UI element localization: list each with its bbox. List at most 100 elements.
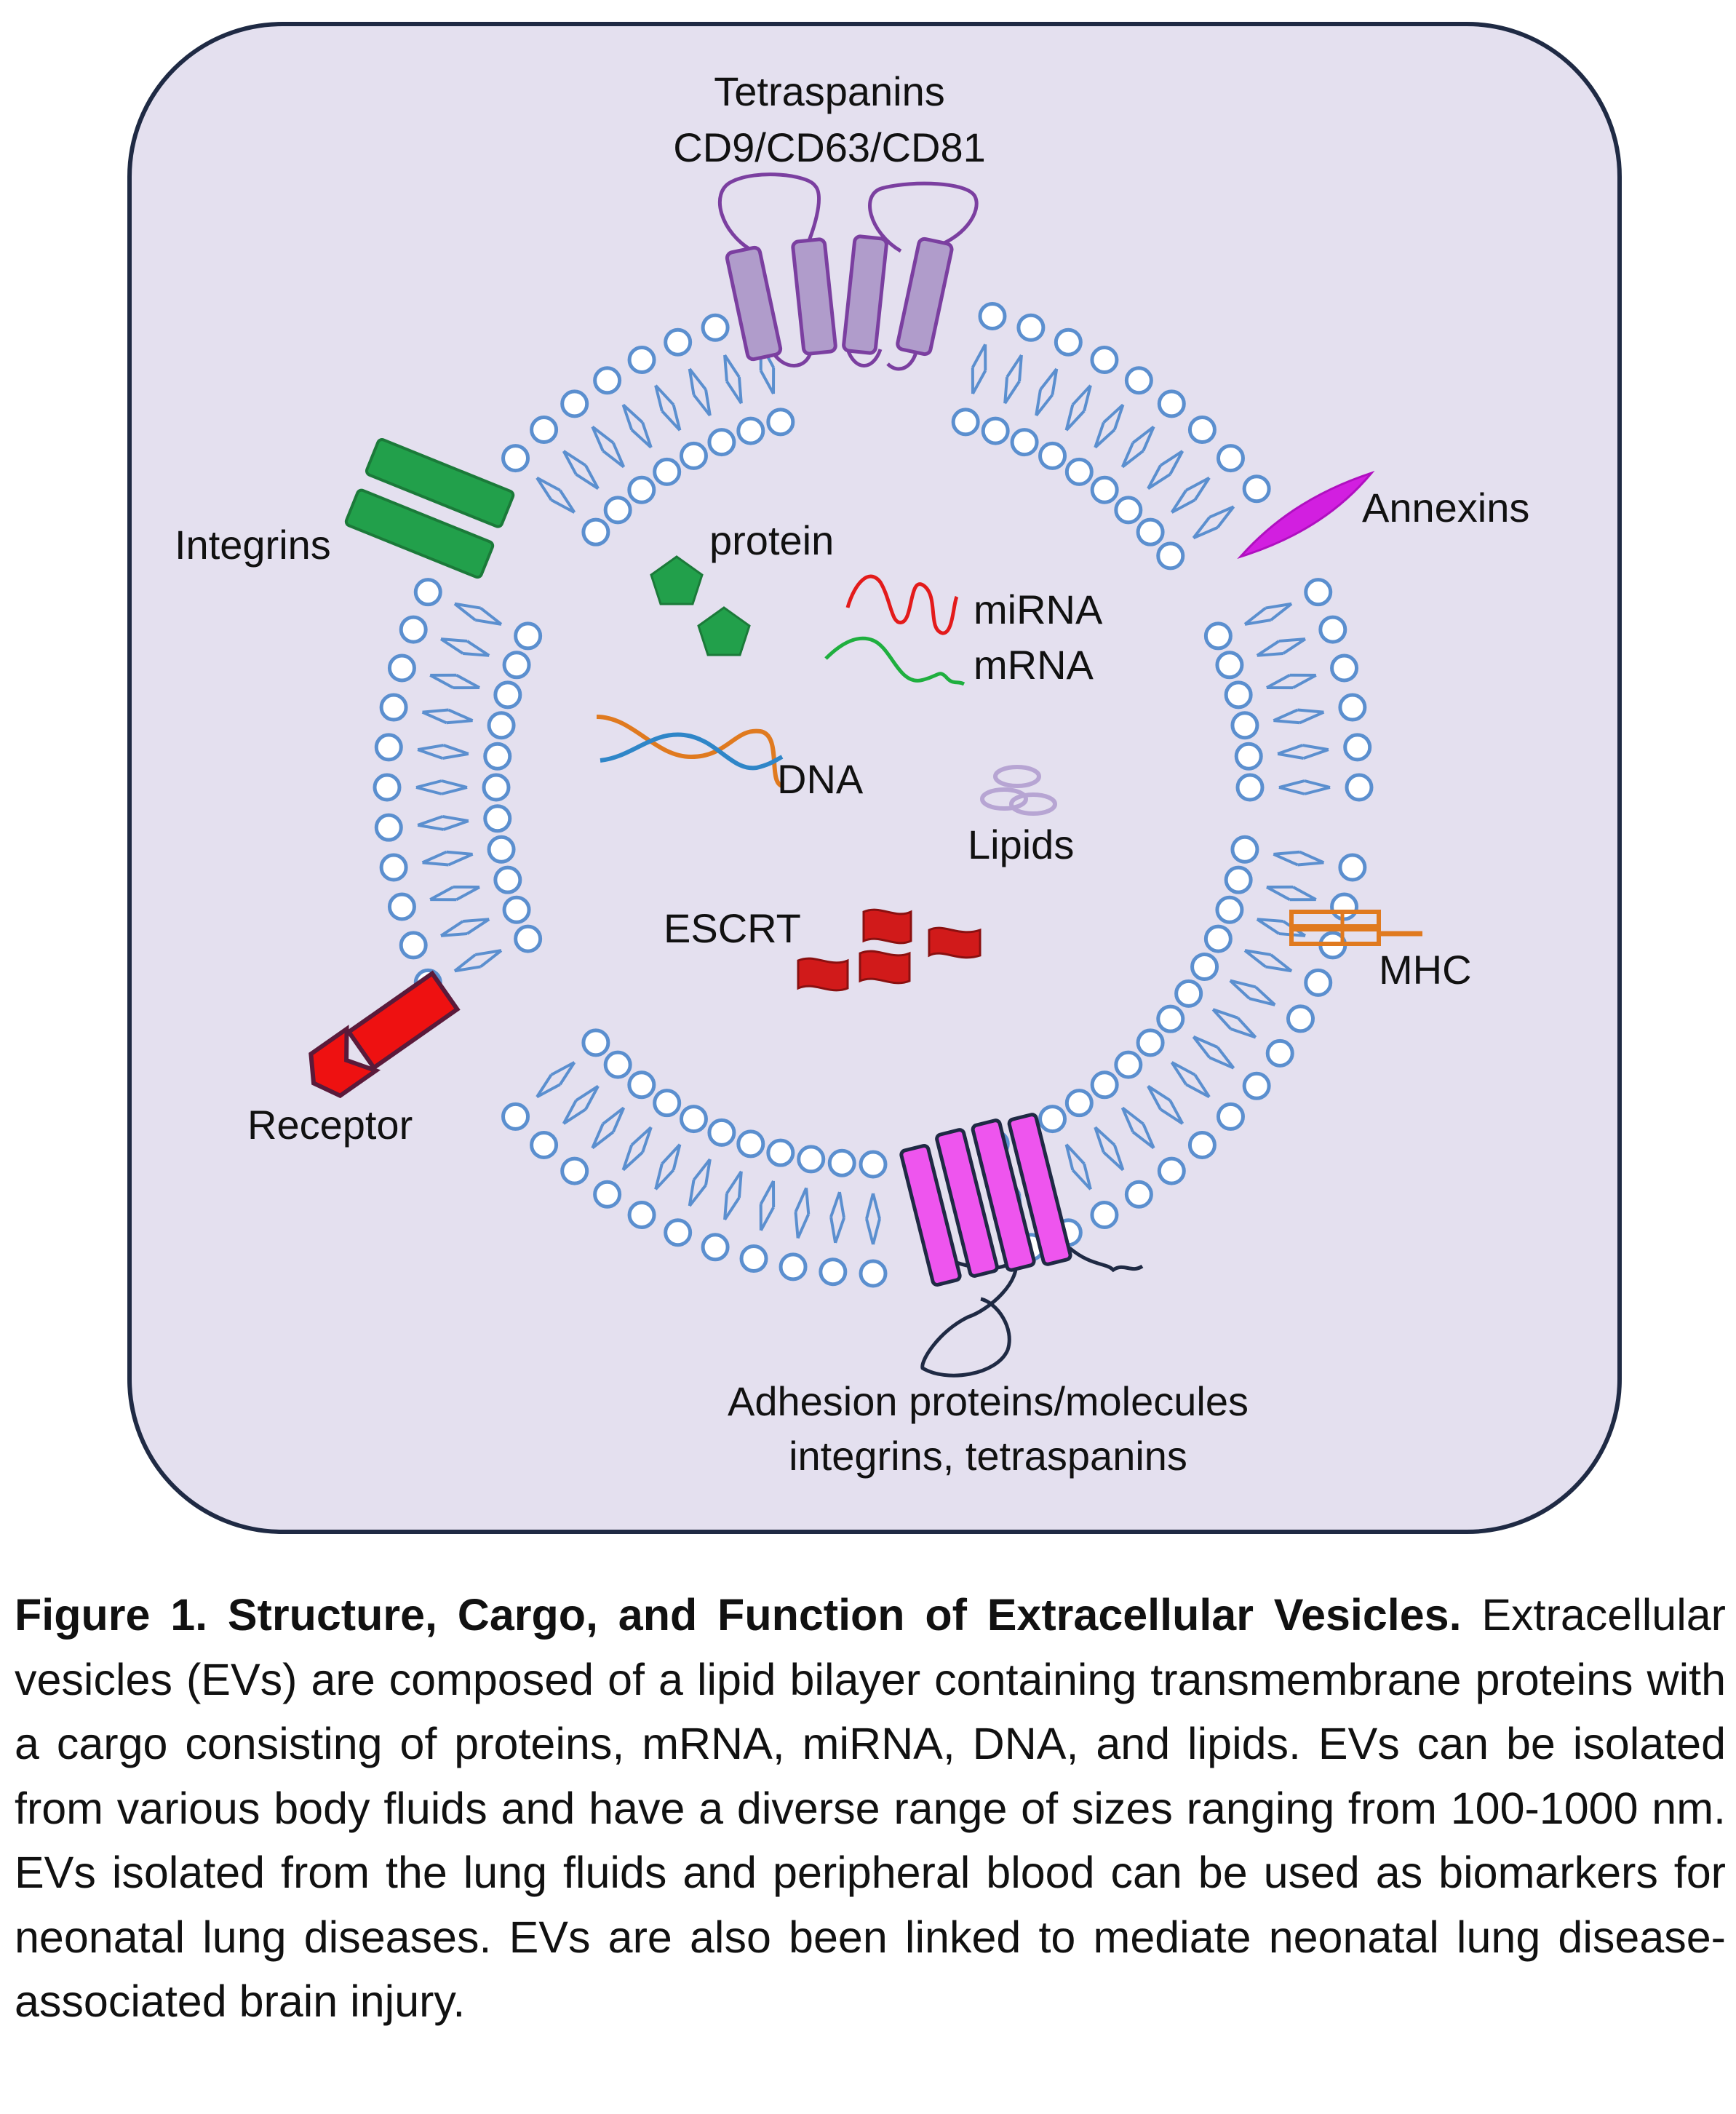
lipid-head (1242, 1071, 1271, 1100)
lipid-tail (1211, 1008, 1239, 1030)
lipid-tail (1192, 516, 1219, 540)
lipid-tail (562, 450, 587, 475)
lipid-tail (1064, 1143, 1086, 1171)
lipid-head (1215, 895, 1244, 924)
lipid-tail (971, 343, 987, 371)
lipid-tail (1265, 885, 1294, 902)
lipid-head (1230, 711, 1259, 740)
lipid-head (493, 865, 522, 894)
lipid-head (1136, 1028, 1165, 1057)
lipid-head (603, 1050, 632, 1079)
integrin-icon (344, 438, 515, 579)
lipid-head (387, 653, 416, 683)
lipid-tail (1094, 421, 1116, 449)
lipid-head (1090, 346, 1119, 375)
lipid-tail (575, 464, 600, 490)
caption-body: Extracellular vesicles (EVs) are compose… (15, 1590, 1726, 2026)
dna-icon (596, 715, 784, 788)
lipid-tail (1289, 673, 1317, 689)
lipid-tail (439, 637, 468, 655)
ev-structure-diagram: Tetraspanins CD9/CD63/CD81 Integrins Ann… (127, 22, 1622, 1534)
lipid-tail (1302, 744, 1329, 760)
lipid-head (1338, 693, 1367, 722)
lipid-tail (421, 708, 449, 725)
lipid-head (514, 924, 543, 953)
lipid-head (593, 366, 622, 395)
lipid-particle-icon (980, 765, 1057, 816)
lipid-head (859, 1150, 888, 1179)
lipid-tail (1131, 1123, 1155, 1150)
lipid-head (1216, 1102, 1245, 1131)
lipid-tail (759, 1204, 775, 1231)
lipid-head (1224, 865, 1253, 894)
lipid-tail (1243, 949, 1271, 969)
lipid-tail (1170, 1061, 1196, 1086)
lipid-tail (759, 1180, 776, 1208)
lipid-head (1265, 1038, 1294, 1068)
tetraspanin-icon (717, 172, 979, 371)
lipid-tail (1265, 602, 1293, 621)
lipid-head (1234, 742, 1263, 771)
lipid-head (1114, 496, 1143, 525)
tetraspanins-title: Tetraspanins (714, 68, 945, 114)
lipid-head (1016, 313, 1046, 342)
lipid-tail (550, 1061, 576, 1086)
lipid-head (1203, 621, 1233, 651)
protein-label: protein (709, 517, 834, 563)
lipid-tail (1297, 850, 1325, 867)
lipid-head (766, 408, 795, 437)
lipid-tail (971, 367, 987, 395)
lipid-head (978, 301, 1007, 330)
lipid-head (1157, 1156, 1186, 1185)
lipid-head (399, 615, 428, 644)
lipid-tail (463, 918, 490, 935)
lipid-head (1190, 953, 1219, 982)
lipid-tail (442, 815, 469, 831)
lipid-head (1330, 653, 1359, 683)
lipid-head (374, 733, 403, 762)
lipid-tail (446, 850, 474, 867)
lipid-head (859, 1259, 888, 1288)
lipid-tail (865, 1218, 881, 1245)
lipid-head (664, 327, 693, 357)
lipid-head (627, 346, 656, 375)
lipid-tail (453, 953, 481, 973)
lipid-head (1054, 327, 1083, 357)
background-panel (127, 22, 1622, 1534)
lipid-head (779, 1252, 808, 1281)
lipid-head (502, 895, 531, 924)
lipid-tail (1278, 637, 1307, 655)
lipid-head (1136, 517, 1165, 547)
lipid-tail (1243, 606, 1271, 626)
lipid-head (1064, 457, 1094, 486)
annexin-icon (1237, 470, 1375, 560)
lipid-head (1203, 924, 1233, 953)
lipid-head (701, 1233, 730, 1262)
lipid-head (1157, 389, 1186, 418)
lipid-head (1338, 853, 1367, 882)
lipid-tail (621, 403, 644, 431)
lipid-tail (417, 815, 445, 831)
integrins-label: Integrins (175, 522, 331, 568)
lipid-head (603, 496, 632, 525)
lipid-head (627, 475, 656, 504)
adhesion-protein-icon (899, 1113, 1144, 1378)
lipid-tail (1131, 425, 1155, 452)
lipid-tail (417, 744, 445, 760)
lipid-tail (865, 1193, 881, 1220)
lipid-tail (1003, 377, 1021, 405)
lipid-head (487, 711, 516, 740)
lipid-head (707, 428, 736, 457)
lipid-head (493, 680, 522, 710)
lipid-tail (602, 1106, 626, 1133)
receptor-label: Receptor (247, 1102, 413, 1148)
lipid-head (679, 441, 708, 470)
lipid-tail (725, 377, 743, 405)
lipid-head (1038, 441, 1067, 470)
lipid-tail (1039, 367, 1059, 395)
lipid-head (530, 416, 559, 445)
lipid-tail (1159, 450, 1184, 475)
lipid-head (487, 835, 516, 864)
lipid-tail (630, 1126, 653, 1153)
lipid-head (1318, 615, 1347, 644)
